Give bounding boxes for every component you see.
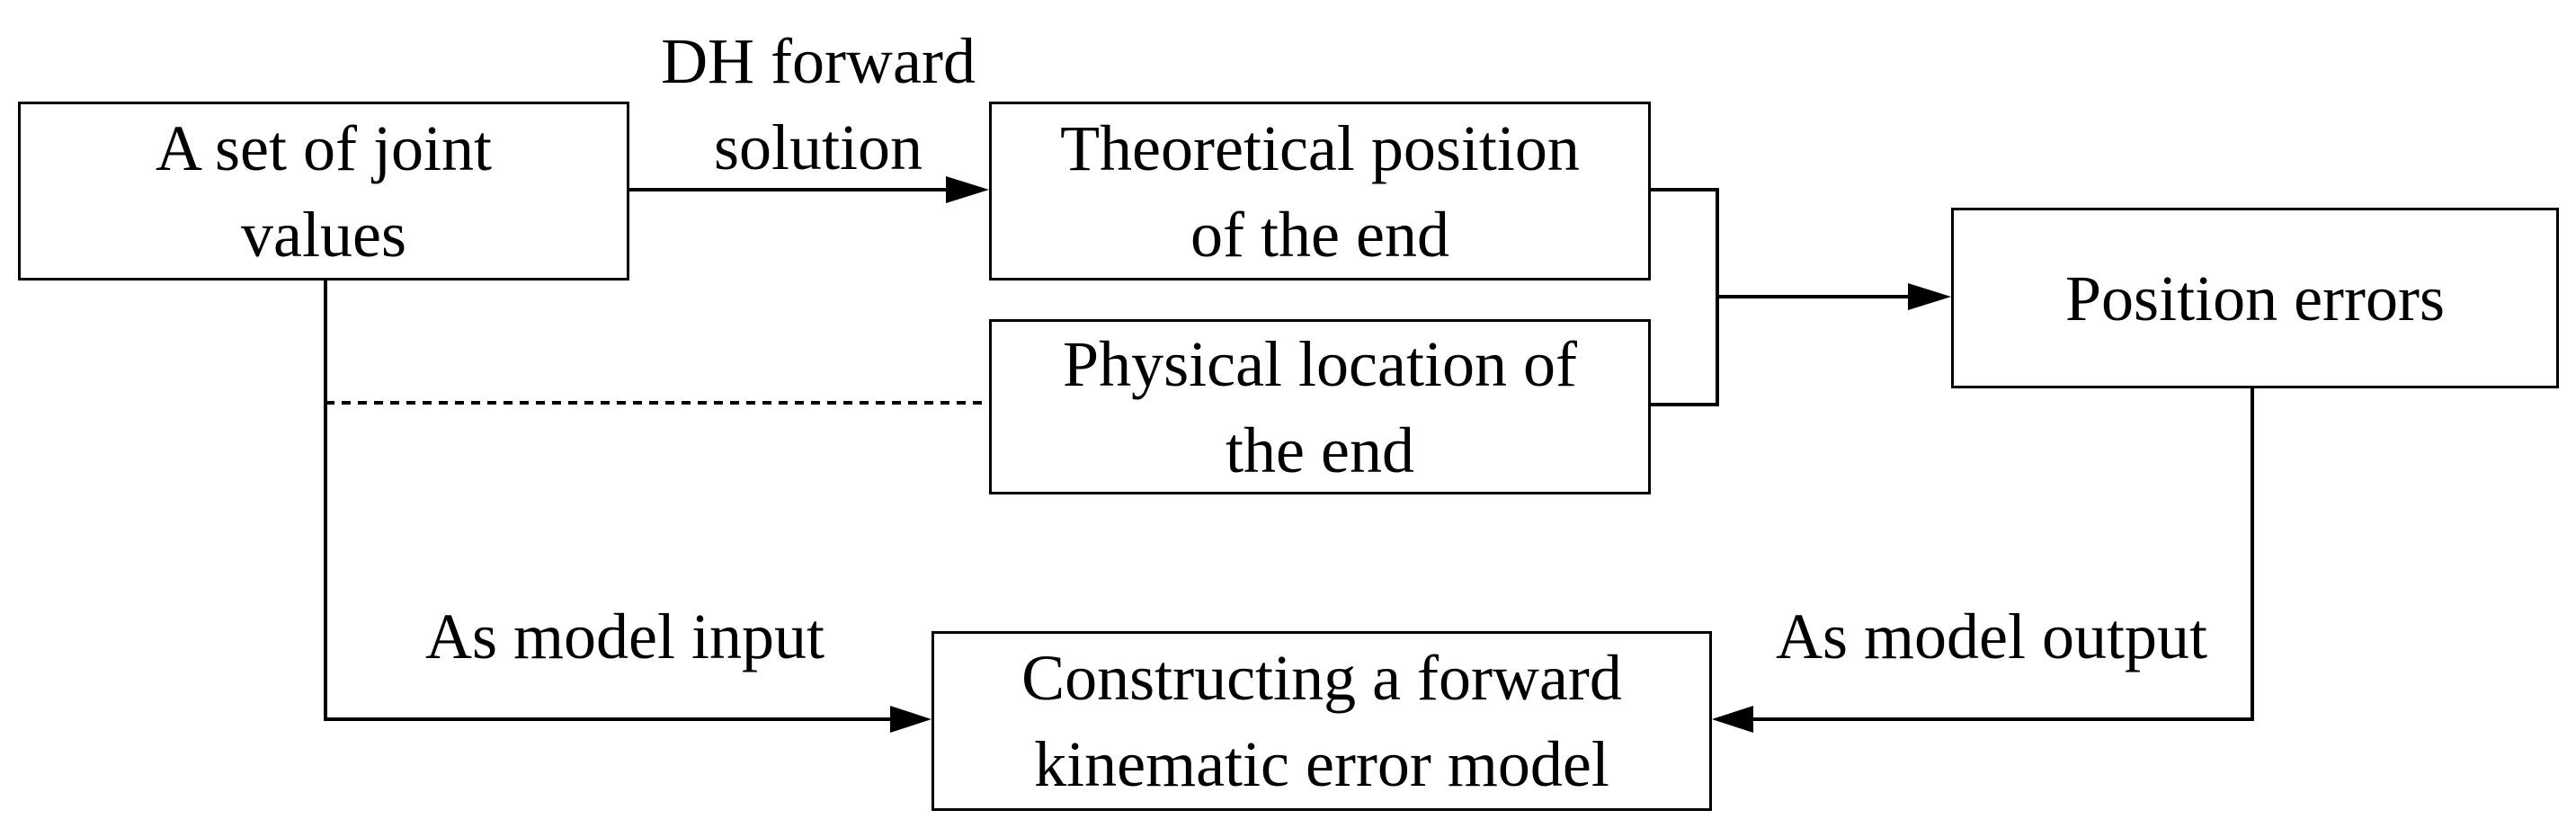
edge-label-model-output: As model output [1776, 601, 2207, 672]
node-position-errors-line-1: Position errors [2065, 262, 2445, 334]
edge-label-dh-forward: DH forward solution [629, 18, 1007, 191]
node-physical-location-line-2: the end [1226, 414, 1414, 486]
node-error-model-line-2: kinematic error model [1034, 728, 1609, 800]
node-joint-values: A set of joint values [18, 102, 629, 280]
arrow-errors-to-error-model [1712, 388, 2254, 733]
connector-theoretical-to-join [1651, 188, 1719, 406]
node-physical-location: Physical location of the end [989, 319, 1651, 494]
node-error-model-line-1: Constructing a forward [1021, 642, 1622, 714]
arrow-join-to-position-errors [1717, 283, 1951, 310]
arrow-joint-to-error-model [324, 280, 931, 733]
node-physical-location-line-1: Physical location of [1063, 327, 1577, 400]
node-theoretical-position: Theoretical position of the end [989, 102, 1651, 280]
arrow-joint-to-theoretical [629, 176, 989, 203]
node-joint-values-line-2: values [241, 198, 406, 271]
node-joint-values-line-1: A set of joint [156, 111, 492, 184]
node-position-errors: Position errors [1951, 208, 2559, 388]
node-theoretical-position-line-1: Theoretical position [1060, 111, 1580, 184]
edge-label-dh-forward-line-2: solution [713, 111, 923, 183]
edge-label-model-input: As model input [425, 601, 824, 672]
node-error-model: Constructing a forward kinematic error m… [931, 631, 1712, 811]
edge-label-dh-forward-line-1: DH forward [661, 25, 976, 97]
node-theoretical-position-line-2: of the end [1190, 198, 1449, 271]
